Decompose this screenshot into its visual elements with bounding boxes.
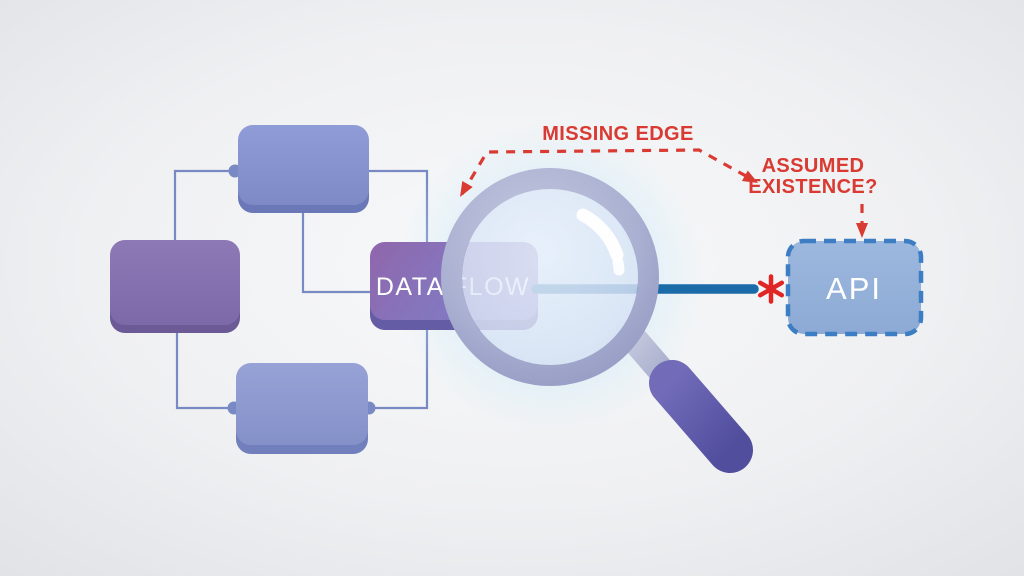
node-left-face: [110, 240, 240, 325]
magnifier-rim: [441, 168, 659, 386]
node-api: API: [785, 238, 924, 337]
arrowhead-right: [741, 170, 758, 183]
magnifier-icon: [441, 168, 753, 473]
lens-highlight-dot: [612, 256, 625, 276]
connector-top-to-dataflow: [301, 205, 370, 294]
magnifier-handle: [649, 360, 753, 473]
api-label: API: [826, 271, 882, 306]
missing-edge-arrow-path: [460, 148, 756, 195]
asterisk-icon: [757, 274, 785, 304]
dashed-arrow-icon: [460, 148, 864, 226]
connector-left-to-top: [173, 169, 232, 240]
arrowheads: [460, 170, 868, 238]
node-top-face: [238, 125, 369, 205]
node-left: [110, 240, 240, 333]
assumed-existence-label-line2: EXISTENCE?: [748, 176, 878, 198]
arrowhead-down: [856, 223, 868, 238]
lens-highlight-arc: [576, 208, 624, 262]
node-bottom-face: [236, 363, 368, 445]
arrowhead-left: [460, 181, 473, 197]
node-top: [238, 125, 369, 213]
magnifier-lens: [462, 189, 638, 365]
asterisk-spoke: [757, 280, 785, 298]
connector-left-to-bottom: [175, 325, 235, 410]
missing-edge-label: MISSING EDGE: [542, 123, 694, 145]
api-box: [785, 238, 924, 337]
node-bottom: [236, 363, 368, 454]
assumed-existence-label-line1: ASSUMED: [762, 155, 865, 177]
